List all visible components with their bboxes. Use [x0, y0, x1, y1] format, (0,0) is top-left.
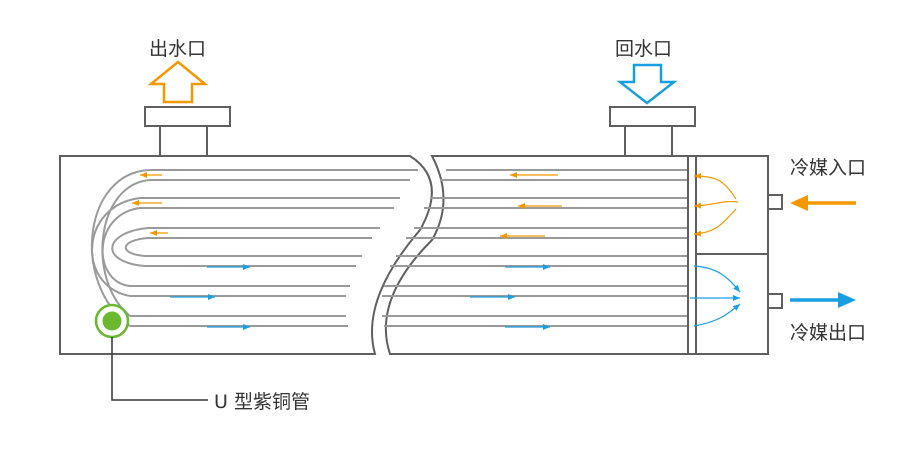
water-return-label: 回水口	[615, 38, 673, 60]
refrigerant-inlet-nozzle	[767, 194, 783, 210]
refrigerant-inlet-label: 冷媒入口	[790, 157, 867, 179]
warm-flow-arrows	[132, 172, 739, 239]
refrigerant-inlet-arrow-icon	[790, 195, 856, 211]
u-tube-label: U 型紫铜管	[214, 391, 310, 413]
tube-sheet	[687, 155, 768, 355]
cool-flow-arrows	[170, 264, 741, 330]
u-tube-marker	[94, 303, 208, 401]
water-return-nozzle	[609, 106, 696, 157]
tube-bundle-right	[382, 169, 690, 327]
water-outlet-arrow-icon	[147, 60, 209, 104]
water-outlet-nozzle	[144, 106, 231, 157]
water-outlet-label: 出水口	[149, 38, 207, 60]
refrigerant-outlet-arrow-icon	[790, 292, 856, 308]
water-return-arrow-icon	[616, 63, 678, 105]
refrigerant-outlet-label: 冷媒出口	[790, 322, 867, 344]
refrigerant-outlet-nozzle	[767, 293, 783, 309]
